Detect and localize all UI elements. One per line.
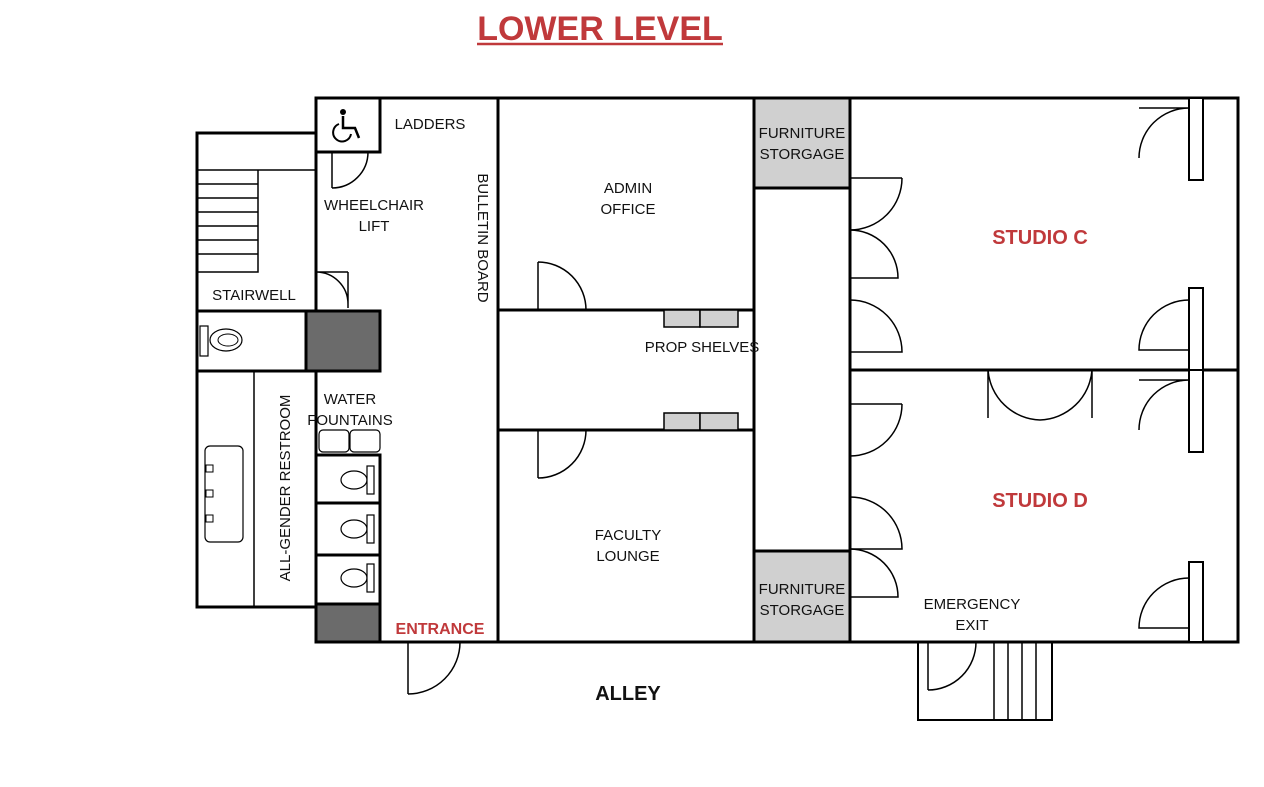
furniture-storage-bottom-label-line1: FURNITURE — [759, 581, 846, 598]
stairwell-label: STAIRWELL — [212, 287, 296, 304]
furniture-storage-top-label-line2: STORGAGE — [760, 146, 845, 163]
furniture-storage-bottom-label-line2: STORGAGE — [760, 602, 845, 619]
emergency-exit-label-line2: EXIT — [955, 617, 988, 634]
studio-c-label: STUDIO C — [992, 227, 1088, 249]
bulletin-board-label: BULLETIN BOARD — [474, 173, 491, 302]
water-fountains-label-line2: FOUNTAINS — [307, 412, 393, 429]
stairs-icon — [197, 183, 258, 255]
toilet-icon — [340, 514, 375, 544]
toilet-icon — [199, 325, 243, 357]
alley-label: ALLEY — [595, 683, 661, 705]
door-icon — [537, 261, 587, 311]
door-icon — [407, 641, 461, 695]
water-fountains-label-line1: WATER — [324, 391, 377, 408]
wheelchair-icon — [332, 109, 361, 143]
sink-icon — [204, 445, 244, 543]
ladders-label: LADDERS — [395, 116, 466, 133]
door-icon — [537, 429, 587, 479]
door-icon — [315, 271, 349, 308]
restroom-stalls — [314, 453, 382, 606]
water-fountains-icon — [318, 429, 381, 453]
mechanical-block-top — [304, 309, 382, 373]
emergency-exit-steps — [917, 641, 1053, 721]
studio-d-label: STUDIO D — [992, 490, 1088, 512]
emergency-exit-label-line1: EMERGENCY — [924, 596, 1021, 613]
prop-shelves — [663, 309, 739, 431]
wheelchair-lift-label-line2: LIFT — [359, 218, 390, 235]
all-gender-restroom — [195, 369, 318, 609]
all-gender-restroom-label: ALL-GENDER RESTROOM — [277, 395, 294, 582]
studio-d-doors — [849, 369, 1204, 643]
toilet-icon — [340, 563, 375, 593]
stairwell — [195, 131, 318, 313]
faculty-lounge-label-line1: FACULTY — [595, 527, 661, 544]
prop-shelves-label: PROP SHELVES — [645, 339, 760, 356]
admin-office-label-line1: ADMIN — [604, 180, 652, 197]
faculty-lounge-label-line2: LOUNGE — [596, 548, 659, 565]
toilet-icon — [340, 465, 375, 495]
building-walls — [314, 96, 1240, 644]
wheelchair-lift-label-line1: WHEELCHAIR — [324, 197, 424, 214]
mechanical-block-bottom — [314, 602, 382, 644]
studio-d-room — [848, 368, 1240, 644]
furniture-storage-top — [752, 96, 852, 190]
wheelchair-lift-box — [314, 96, 382, 154]
door-icon — [331, 151, 369, 189]
admin-office-label-line2: OFFICE — [601, 201, 656, 218]
entrance-label: ENTRANCE — [396, 621, 485, 638]
furniture-storage-top-label-line1: FURNITURE — [759, 125, 846, 142]
page-title: LOWER LEVEL — [477, 10, 723, 48]
